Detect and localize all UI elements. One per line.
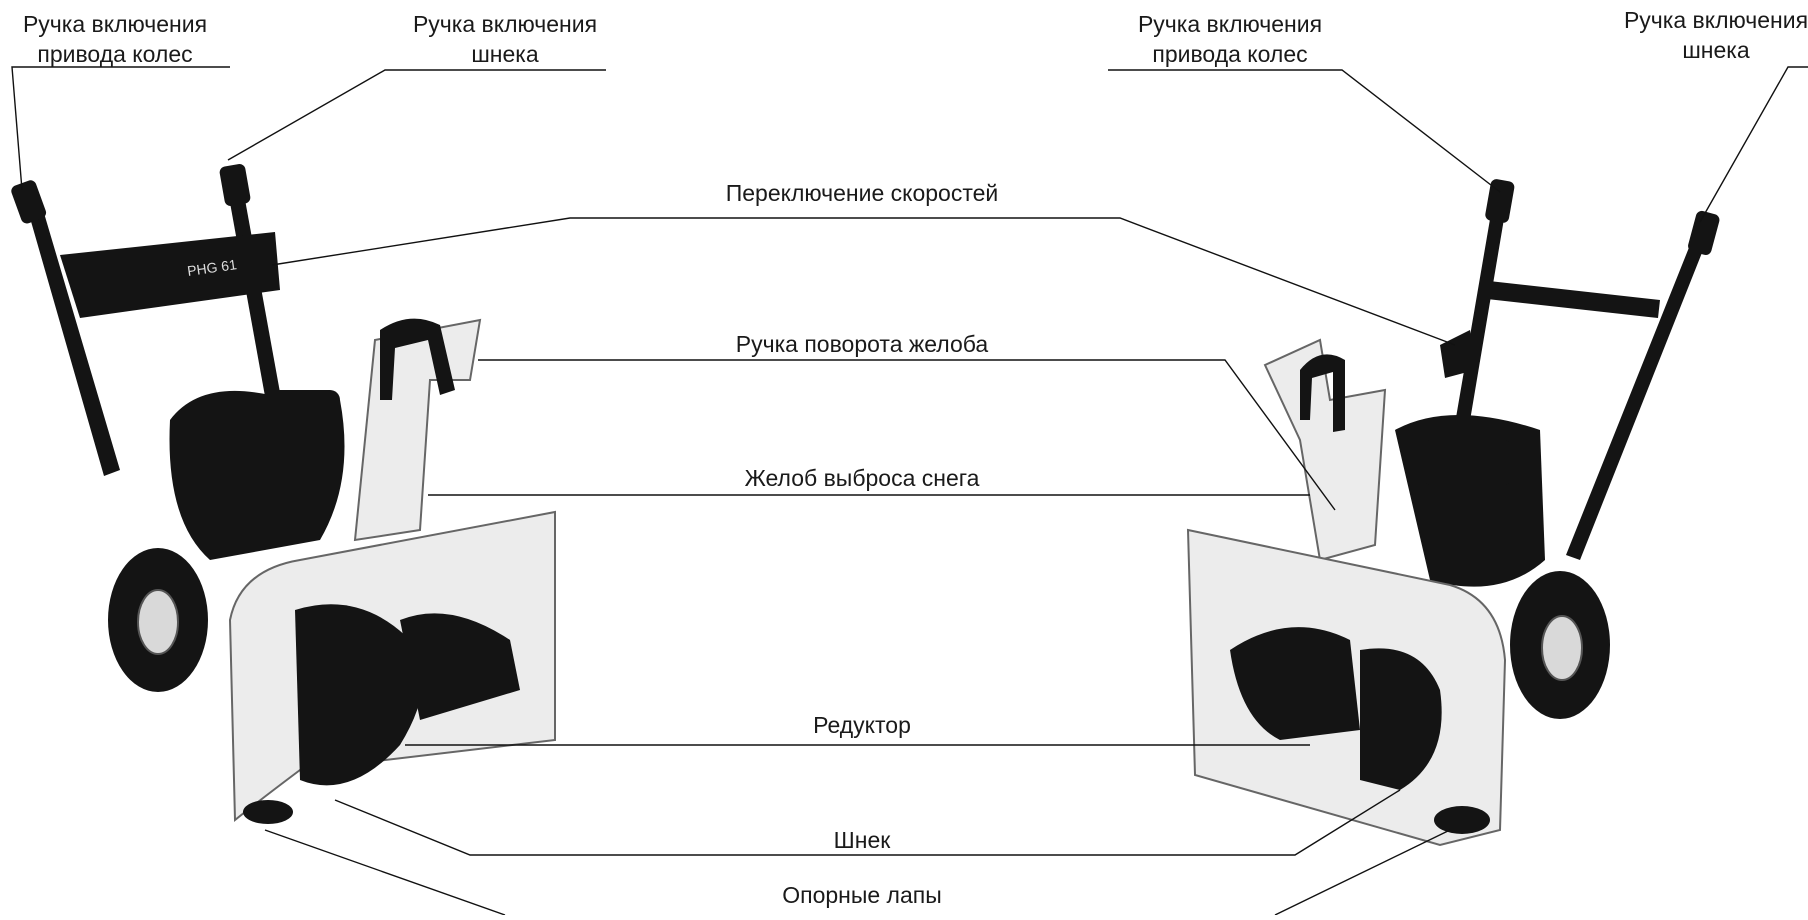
leader-right-auger [1699,66,1808,223]
snowblower-front-view: PHG 61 [11,163,556,824]
label-left-auger-line1: Ручка включения [413,11,597,37]
label-chute-handle: Ручка поворота желоба [736,331,989,357]
label-skids: Опорные лапы [782,882,942,908]
label-left-wheel-drive-line2: привода колес [37,41,192,67]
label-right-auger-line1: Ручка включения [1624,7,1808,33]
machine-badge: PHG 61 [186,256,238,279]
label-right-wheel-drive-line2: привода колес [1152,41,1307,67]
leader-left-auger [227,69,606,161]
labels: Ручка включения привода колес Ручка вклю… [23,7,1808,908]
leader-lines [11,66,1808,916]
leader-auger [334,789,1401,856]
leader-left-wheel-drive [11,66,230,191]
leader-skids-right [1274,829,1451,916]
label-left-auger-line2: шнека [471,41,539,67]
label-chute: Желоб выброса снега [745,465,980,491]
label-right-auger-line2: шнека [1682,37,1750,63]
label-auger: Шнек [834,827,892,853]
leader-skids-left [264,829,506,916]
label-right-wheel-drive-line1: Ручка включения [1138,11,1322,37]
leader-speed-switch [271,217,1456,346]
leader-chute-handle [478,359,1336,511]
snowblower-rear-view [1186,179,1720,847]
leader-right-wheel-drive [1108,69,1501,193]
label-left-wheel-drive-line1: Ручка включения [23,11,207,37]
label-speed-switch: Переключение скоростей [726,180,999,206]
label-gearbox: Редуктор [813,712,911,738]
